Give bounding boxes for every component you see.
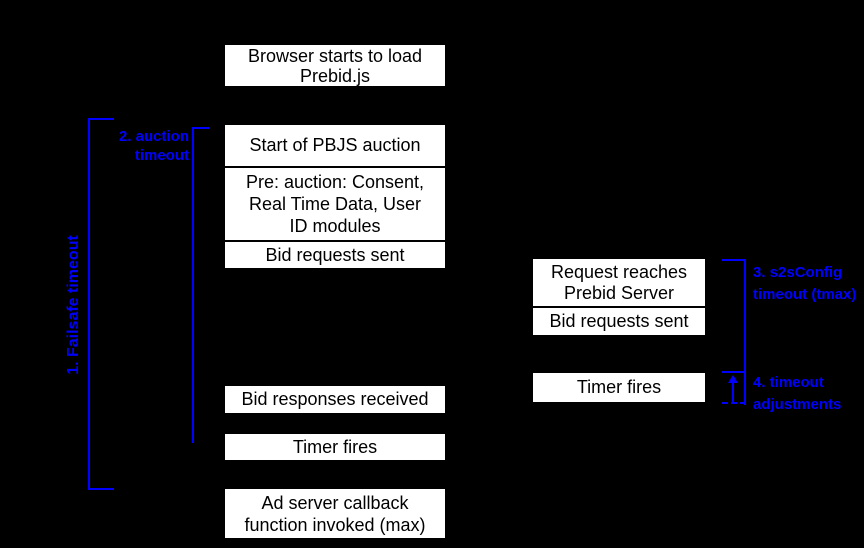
s2s-bracket-line xyxy=(744,259,746,405)
up-arrow-head-icon xyxy=(728,375,738,383)
s2s-timeout-label: 3. s2sConfig timeout (tmax) xyxy=(753,264,857,303)
auction-bracket-line xyxy=(192,127,194,443)
auction-bracket-top-tick xyxy=(192,127,209,129)
event-box-line: function invoked (max) xyxy=(244,514,426,535)
auction-timeout-label: 2. auction timeout xyxy=(118,128,189,164)
event-box-line: ID modules xyxy=(289,216,381,236)
event-box-line: Prebid.js xyxy=(299,65,371,86)
s2s-bracket-mid-tick xyxy=(722,371,746,373)
event-box-line: Timer fires xyxy=(292,436,378,457)
event-box-pre-auction-modules: Pre: auction: Consent, Real Time Data, U… xyxy=(225,168,445,240)
event-box-server-timer-fires: Timer fires xyxy=(533,373,705,402)
event-box-line: Bid requests sent xyxy=(265,244,405,265)
event-box-start-auction: Start of PBJS auction xyxy=(225,125,445,166)
event-box-request-reaches-server: Request reaches Prebid Server xyxy=(533,259,705,306)
event-box-server-bid-requests-sent: Bid requests sent xyxy=(533,308,705,335)
event-box-line: Real Time Data, User xyxy=(248,194,422,214)
event-box-browser-load: Browser starts to load Prebid.js xyxy=(225,45,445,86)
event-box-timer-fires: Timer fires xyxy=(225,434,445,460)
failsafe-timeout-label: 1. Failsafe timeout xyxy=(65,235,82,375)
failsafe-bracket-top-tick xyxy=(88,118,114,120)
s2s-bracket-top-tick xyxy=(722,259,746,261)
event-box-ad-server-callback: Ad server callback function invoked (max… xyxy=(225,489,445,538)
adjustment-dashed-baseline xyxy=(722,402,746,404)
event-box-line: Browser starts to load xyxy=(247,45,423,66)
timeout-adjustments-label: 4. timeout adjustments xyxy=(753,374,842,413)
up-arrow-icon xyxy=(732,381,734,402)
event-box-line: Ad server callback xyxy=(261,492,409,513)
event-box-line: Prebid Server xyxy=(563,282,675,303)
failsafe-bracket-bottom-tick xyxy=(88,488,114,490)
event-box-line: Bid requests sent xyxy=(549,311,689,331)
event-box-line: Timer fires xyxy=(576,377,662,397)
event-box-line: Pre: auction: Consent, xyxy=(245,172,425,192)
event-box-bid-responses-received: Bid responses received xyxy=(225,386,445,413)
event-box-line: Bid responses received xyxy=(241,389,429,409)
failsafe-bracket-line xyxy=(88,118,90,490)
event-box-bid-requests-sent: Bid requests sent xyxy=(225,242,445,268)
event-box-line: Request reaches xyxy=(550,261,688,282)
event-box-line: Start of PBJS auction xyxy=(249,135,421,155)
